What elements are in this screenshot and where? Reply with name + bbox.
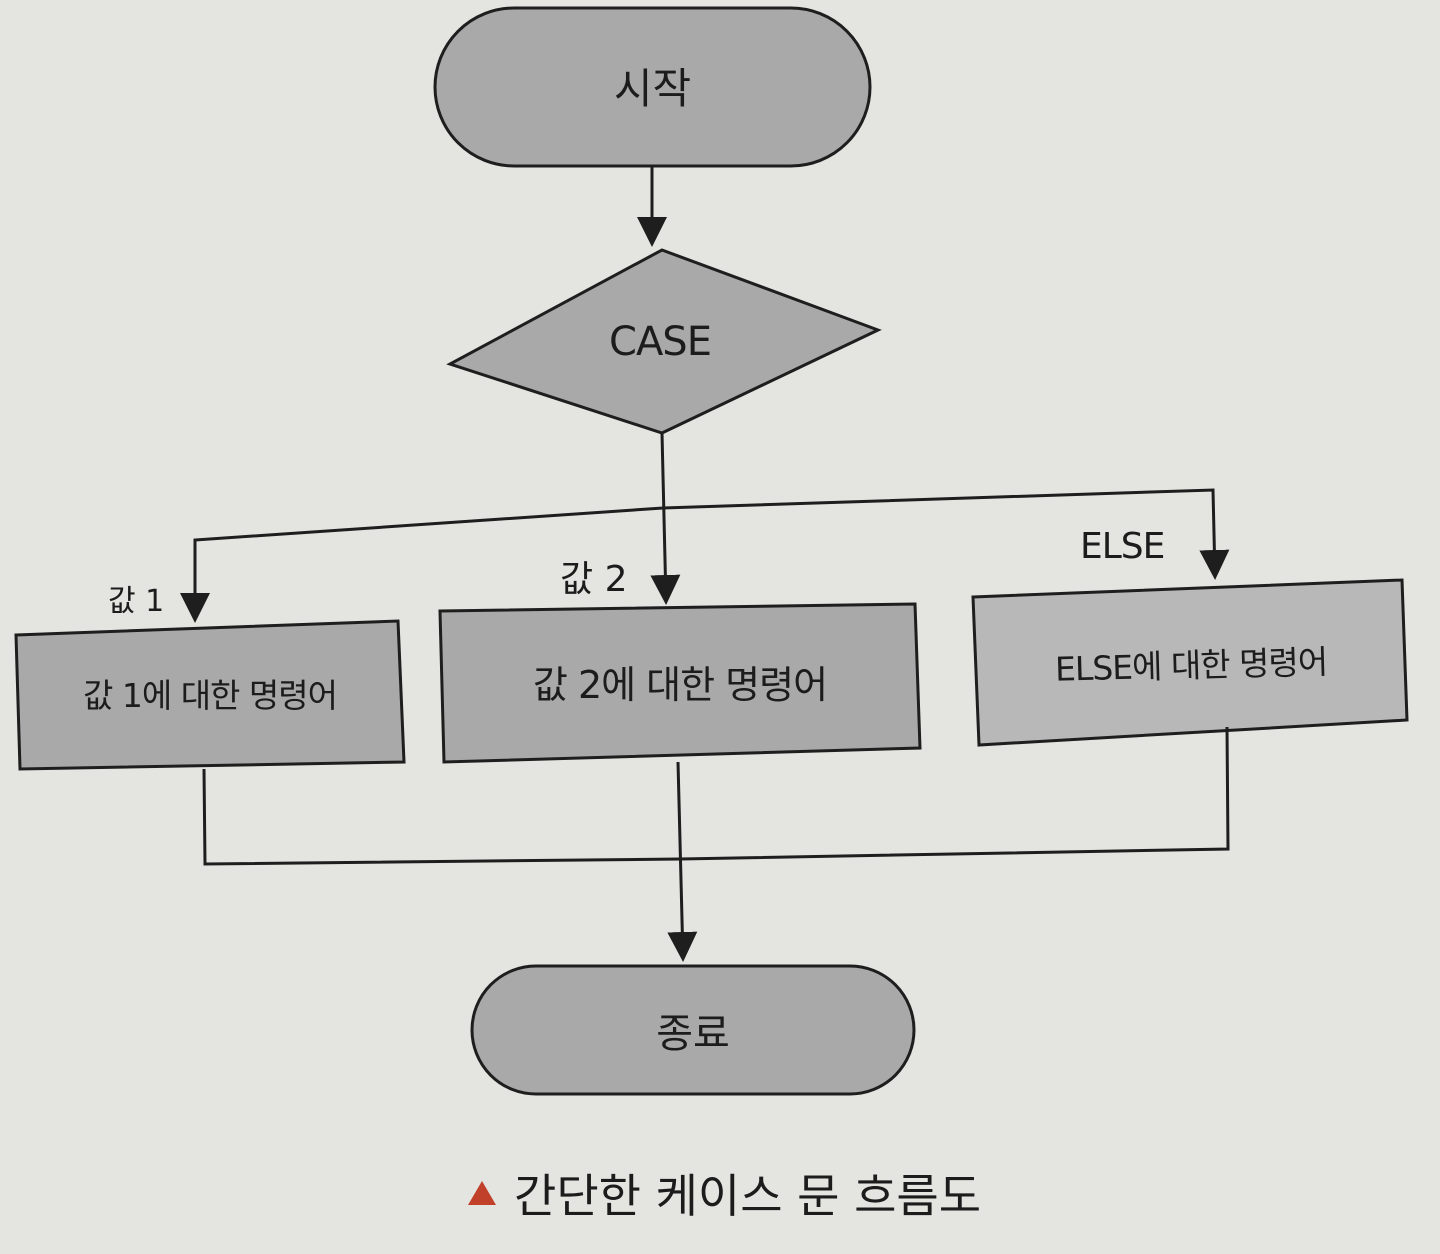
triangle-marker-icon [468,1181,496,1205]
process-value1 [14,619,406,771]
process-value2-label: 값 2에 대한 명령어 [532,662,828,707]
connector-to-end [667,761,698,962]
branch-label-value1: 값 1 [108,584,165,619]
start-label: 시작 [613,63,692,113]
end-terminal [470,964,916,1096]
end-label: 종료 [656,1011,730,1057]
connector-case-to-value1 [180,506,664,623]
connector-case-to-else [662,488,1230,580]
case-label: CASE [609,319,712,365]
figure-caption: 간단한 케이스 문 흐름도 [468,1160,981,1226]
caption-text: 간단한 케이스 문 흐름도 [514,1169,982,1223]
connector-value1-to-merge [202,768,681,866]
connector-else-to-merge [679,726,1230,861]
connector-case-to-value2 [650,432,681,605]
branch-label-value2: 값 2 [560,559,628,600]
process-value1-label: 값 1에 대한 명령어 [83,676,338,715]
process-else-label: ELSE에 대한 명령어 [1054,642,1328,689]
process-value2 [438,602,922,764]
branch-label-else: ELSE [1080,526,1165,567]
process-else [971,578,1409,747]
